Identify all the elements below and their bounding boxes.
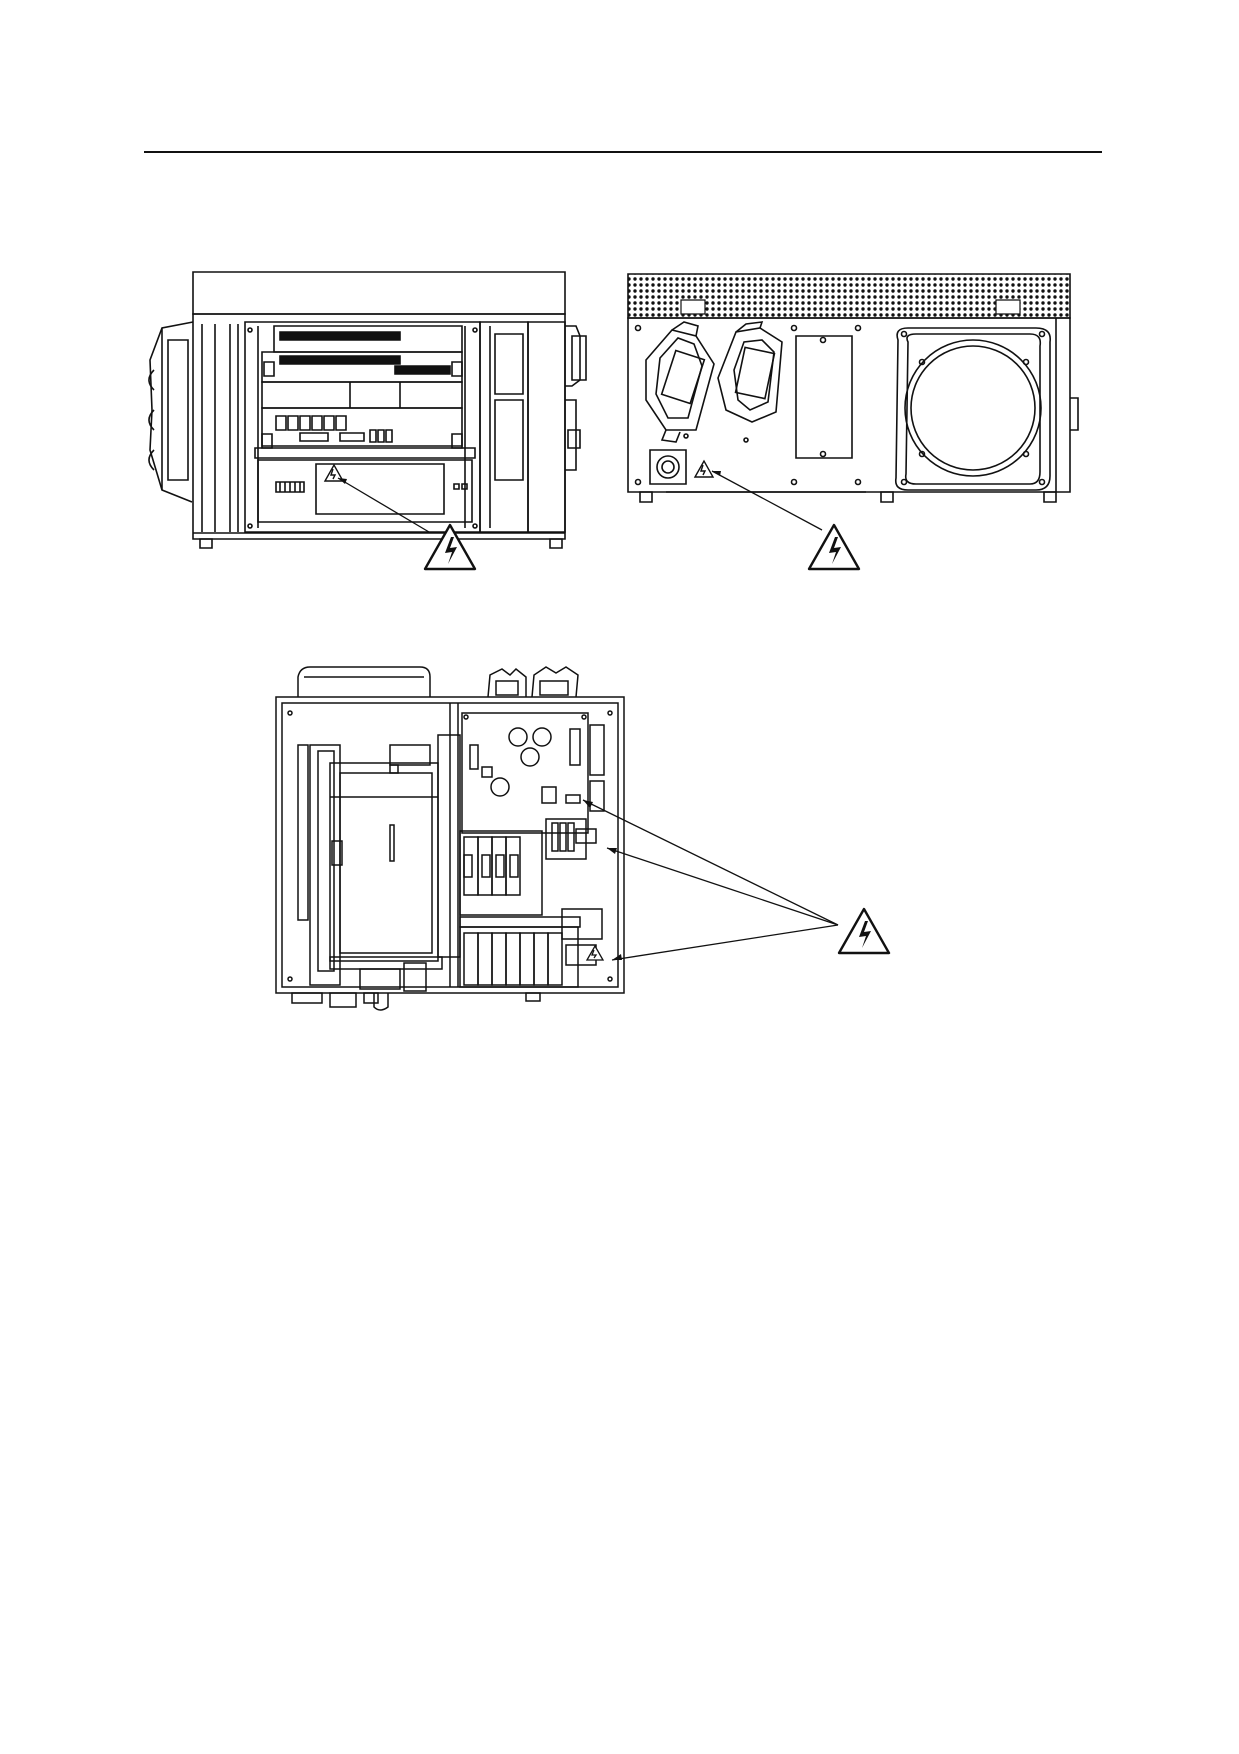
front-view-drawing	[140, 270, 590, 570]
leader-line-front	[338, 478, 429, 532]
warning-label-rear	[695, 461, 713, 477]
high-voltage-warning-icon	[806, 522, 862, 572]
rear-view-drawing	[626, 270, 1086, 545]
warning-label-front	[325, 465, 343, 481]
leader-line-rear	[712, 471, 822, 530]
fan-housing	[298, 667, 430, 697]
cabinet-outline	[276, 697, 624, 993]
warning-label-top	[587, 946, 603, 960]
high-voltage-warning-icon	[836, 906, 892, 956]
connector-left	[646, 322, 714, 442]
connector-right	[718, 322, 782, 422]
header-rule	[144, 151, 1102, 153]
top-view-drawing	[270, 655, 630, 1015]
high-voltage-warning-icon	[422, 522, 478, 572]
